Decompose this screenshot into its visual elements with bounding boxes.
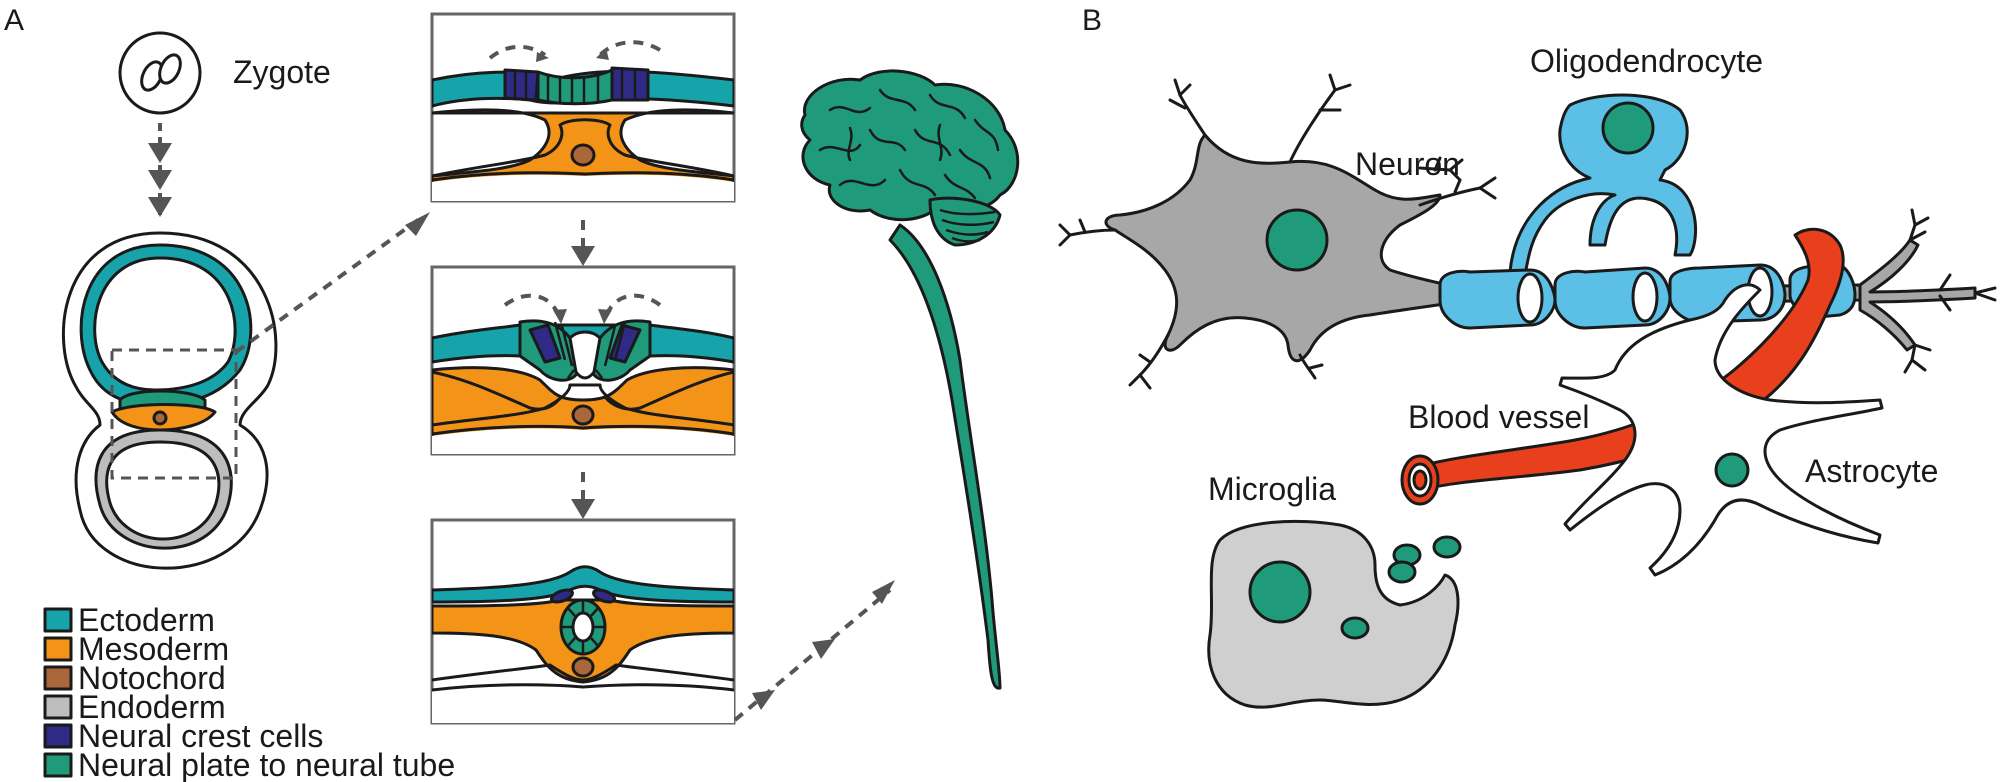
legend-swatch-neural-plate xyxy=(43,752,73,778)
legend-label-ectoderm: Ectoderm xyxy=(78,602,215,638)
legend-label-endoderm: Endoderm xyxy=(78,689,226,725)
legend-swatch-mesoderm xyxy=(43,636,73,662)
legend-item: Ectoderm xyxy=(43,602,215,638)
microglia-illustration xyxy=(1207,519,1462,709)
embryo-illustration xyxy=(61,231,278,570)
zygote-arrow xyxy=(148,123,172,217)
legend-item: Neural crest cells xyxy=(43,718,323,754)
astrocyte-illustration xyxy=(1558,283,1884,577)
blood-vessel-label: Blood vessel xyxy=(1408,399,1589,435)
zygote-label: Zygote xyxy=(233,54,331,90)
zoom-arrow xyxy=(234,218,420,354)
legend-swatch-ectoderm xyxy=(43,607,73,633)
stage-arrow-2 xyxy=(571,472,595,519)
legend: Ectoderm Mesoderm Notochord Endoderm Neu… xyxy=(43,602,455,782)
microglia-label: Microglia xyxy=(1208,471,1336,507)
neural-plate-stage-panel xyxy=(430,12,736,203)
oligodendrocyte-illustration xyxy=(1438,93,1857,330)
legend-label-neural-plate: Neural plate to neural tube xyxy=(78,747,455,782)
legend-item: Notochord xyxy=(43,660,226,696)
zoom-arrowhead xyxy=(405,212,430,236)
stage-arrow-1 xyxy=(571,220,595,266)
legend-item: Endoderm xyxy=(43,689,226,725)
zygote-illustration xyxy=(118,31,202,115)
legend-item: Neural plate to neural tube xyxy=(43,747,455,782)
neuron-label: Neuron xyxy=(1355,146,1460,182)
development-arrow xyxy=(733,580,895,722)
legend-swatch-endoderm xyxy=(43,694,73,720)
legend-swatch-notochord xyxy=(43,665,73,691)
brain-spinal-cord-illustration xyxy=(800,69,1020,690)
neural-groove-stage-panel xyxy=(430,265,736,456)
astrocyte-label: Astrocyte xyxy=(1805,453,1938,489)
legend-label-mesoderm: Mesoderm xyxy=(78,631,229,667)
panel-label-a: A xyxy=(4,4,24,37)
legend-label-notochord: Notochord xyxy=(78,660,226,696)
blood-vessel-illustration xyxy=(1400,227,1845,506)
panel-label-b: B xyxy=(1082,4,1102,37)
neural-tube-stage-panel xyxy=(430,518,736,725)
legend-swatch-neural-crest xyxy=(43,723,73,749)
oligodendrocyte-label: Oligodendrocyte xyxy=(1530,43,1763,79)
legend-label-neural-crest: Neural crest cells xyxy=(78,718,323,754)
legend-item: Mesoderm xyxy=(43,631,229,667)
